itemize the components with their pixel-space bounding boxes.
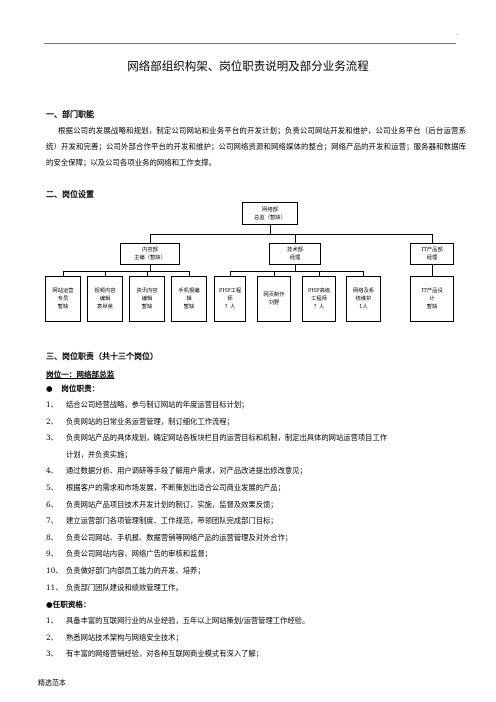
org-connector	[105, 271, 106, 276]
header-rule	[44, 43, 456, 44]
qualifications-list: 1、具备丰富的互联网行业的从业经验，五年以上网站策划/运营管理工作经验。 2、熟…	[46, 616, 466, 666]
list-item: 3、负责网站产品的具体规划，确定网站各板块栏目的运营目标和机制，制定出具体的网站…	[46, 433, 388, 443]
org-connector	[270, 225, 271, 234]
org-node-it-product-design: IT产品设 计 暂缺	[410, 276, 454, 322]
org-connector	[432, 265, 433, 276]
org-node-video-editor: 视频内容 编辑 袁世英	[87, 276, 123, 322]
org-node-content-dept: 内容部 主编（暂缺）	[120, 243, 180, 265]
org-connector	[295, 265, 296, 271]
org-connector	[147, 271, 148, 276]
duties-label-row: ● 岗位职责：	[46, 383, 99, 394]
list-item: 10、负责做好部门内部员工能力的开发、培养；	[46, 565, 205, 575]
org-connector	[319, 271, 320, 276]
org-node-network-maintenance: 网络及系 统维护 1人	[346, 276, 381, 322]
org-node-mobile-editor: 手机报编 辑 暂缺	[171, 276, 207, 322]
document-title: 网络部组织构架、岗位职责说明及部分业务流程	[127, 59, 369, 73]
org-connector	[295, 234, 296, 243]
org-node-php-engineer: PHP工程 师 ？人	[214, 276, 246, 322]
org-node-director: 网络部 总监（暂缺）	[242, 202, 298, 225]
list-item: 1、具备丰富的互联网行业的从业经验，五年以上网站策划/运营管理工作经验。	[46, 616, 310, 625]
org-node-tech-dept: 技术部 经理	[269, 243, 321, 265]
duties-list: 1、结合公司经营战略，参与制订网站的年度运营目标计划； 2、负责网站的日常业务运…	[46, 400, 466, 599]
list-item: 2、熟悉网站技术架构与网络安全技术；	[46, 632, 183, 642]
list-item: 3、有丰富的网络营销经验，对各种互联网商业模式有深入了解；	[46, 649, 264, 659]
list-item: 8、负责公司网站、手机报、数据营销等网络产品的运营管理及对外合作；	[46, 532, 293, 542]
org-node-web-production: 网页制作 刘野	[257, 276, 291, 322]
footer-text: 精选范本	[38, 679, 66, 687]
org-node-news-editor: 资讯内容 编辑 暂缺	[129, 276, 165, 322]
org-connector	[230, 271, 364, 272]
org-node-web-operations: 网站运营 专员 暂缺	[45, 276, 81, 322]
qualifications-label: ●任职资格：	[46, 600, 91, 609]
section-heading-functions: 一、部门职能	[46, 110, 94, 119]
list-item: 9、负责公司网站内容、网络广告的审核和监督；	[46, 549, 212, 559]
list-item: 4、通过数据分析、用户调研等手段了解用户需求，对产品改进提出修改意见；	[46, 466, 307, 476]
org-connector	[230, 271, 231, 276]
list-item: 2、负责网站的日常业务运营管理，制订细化工作流程；	[46, 416, 234, 426]
section-heading-positions: 二、岗位设置	[46, 190, 94, 199]
org-connector	[189, 271, 190, 276]
org-connector	[150, 234, 432, 235]
org-connector	[150, 265, 151, 271]
header-mark: .	[456, 30, 458, 37]
list-item: 11、负责部门团队建设和绩效管理工作。	[46, 582, 183, 592]
list-item: 计划，并负责实施；	[66, 449, 132, 459]
org-connector	[63, 271, 64, 276]
bullet-dot-icon: ●	[46, 384, 53, 393]
list-item: 6、负责网站产品项目技术开发计划的制订，实施，监督及效果反馈；	[46, 499, 278, 509]
org-connector	[274, 271, 275, 276]
org-connector	[63, 271, 190, 272]
org-node-senior-php-engineer: PHP高级 工程师 ？人	[302, 276, 336, 322]
list-item: 7、建立运营部门各项管理制度、工作规范，带领团队完成部门目标；	[46, 516, 278, 526]
org-connector	[363, 271, 364, 276]
org-connector	[150, 234, 151, 243]
org-node-it-product-dept: IT产品部 经理	[410, 243, 454, 265]
list-item: 1、结合公司经营战略，参与制订网站的年度运营目标计划；	[46, 400, 249, 409]
functions-paragraph: 根据公司的发展战略和规划，制定公司网站和业务平台的开发计划；负责公司网站开发和维…	[46, 126, 466, 167]
post-title: 岗位一：网络部总监	[46, 370, 115, 379]
org-connector	[432, 234, 433, 243]
list-item: 5、根据客户的需求和市场发展，不断策划出适合公司商业发展的产品；	[46, 482, 285, 492]
duties-label: 岗位职责：	[61, 384, 100, 393]
section-heading-duties: 三、岗位职责（共十三个岗位）	[46, 352, 158, 361]
